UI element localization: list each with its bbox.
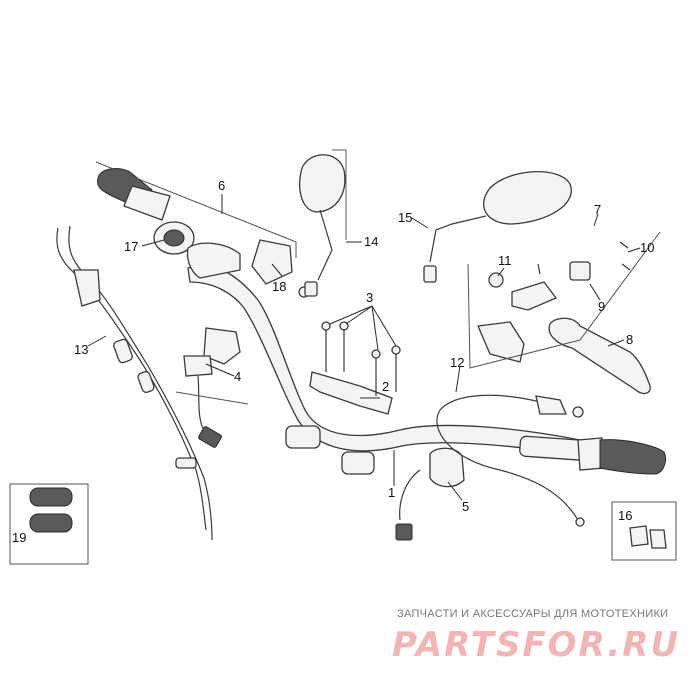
left-switch	[183, 327, 241, 448]
callout-12: 12	[450, 355, 464, 370]
riser-clamp	[285, 321, 401, 475]
right-switch	[395, 447, 465, 541]
right-mirror	[423, 171, 572, 283]
left-mirror	[299, 154, 346, 297]
callout-19: 19	[12, 530, 26, 545]
left-grip-assembly	[97, 168, 310, 298]
callout-13: 13	[74, 342, 88, 357]
callout-15: 15	[398, 210, 412, 225]
callout-11: 11	[498, 253, 512, 268]
callout-numbers: 1 2 3 4 5 6 7 8 9 10 11 12 13 14 15 16 1…	[12, 178, 654, 545]
callout-14: 14	[364, 234, 378, 249]
callout-5: 5	[462, 499, 469, 514]
group-outlines	[95, 149, 661, 405]
watermark: ЗАПЧАСТИ И АКСЕССУАРЫ ДЛЯ МОТОТЕХНИКИ PA…	[392, 608, 680, 665]
grips-box	[9, 483, 89, 565]
watermark-brand: PARTSFOR.RU	[392, 625, 680, 665]
callout-6: 6	[218, 178, 225, 193]
callout-17: 17	[124, 239, 138, 254]
callout-10: 10	[640, 240, 654, 255]
callout-4: 4	[234, 369, 241, 384]
callout-2: 2	[382, 379, 389, 394]
right-throttle-cable	[436, 394, 585, 527]
callout-8: 8	[626, 332, 633, 347]
callout-9: 9	[598, 299, 605, 314]
brake-lever-assembly	[477, 241, 651, 395]
callout-16: 16	[618, 508, 632, 523]
spacer-box	[611, 501, 677, 561]
callout-1: 1	[388, 485, 395, 500]
callout-3: 3	[366, 290, 373, 305]
watermark-subtitle: ЗАПЧАСТИ И АКСЕССУАРЫ ДЛЯ МОТОТЕХНИКИ	[397, 608, 668, 620]
throttle-cables	[56, 225, 213, 541]
right-grip	[577, 437, 667, 475]
callout-18: 18	[272, 279, 286, 294]
callout-7: 7	[594, 202, 601, 217]
leader-lines	[87, 194, 641, 501]
